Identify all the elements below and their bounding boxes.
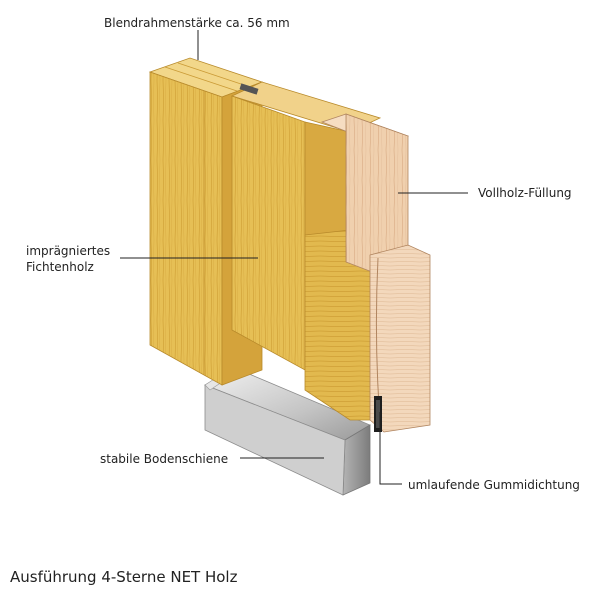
- label-solid-wood-fill: Vollholz-Füllung: [478, 186, 572, 201]
- label-impregnated-spruce-line1: imprägniertes: [26, 244, 110, 259]
- figure-caption: Ausführung 4-Sterne NET Holz: [10, 568, 237, 586]
- rubber-seal: [374, 396, 382, 432]
- label-rubber-seal: umlaufende Gummidichtung: [408, 478, 580, 493]
- label-impregnated-spruce-line2: Fichtenholz: [26, 260, 94, 275]
- label-floor-rail: stabile Bodenschiene: [100, 452, 228, 467]
- label-frame-thickness: Blendrahmenstärke ca. 56 mm: [104, 16, 290, 31]
